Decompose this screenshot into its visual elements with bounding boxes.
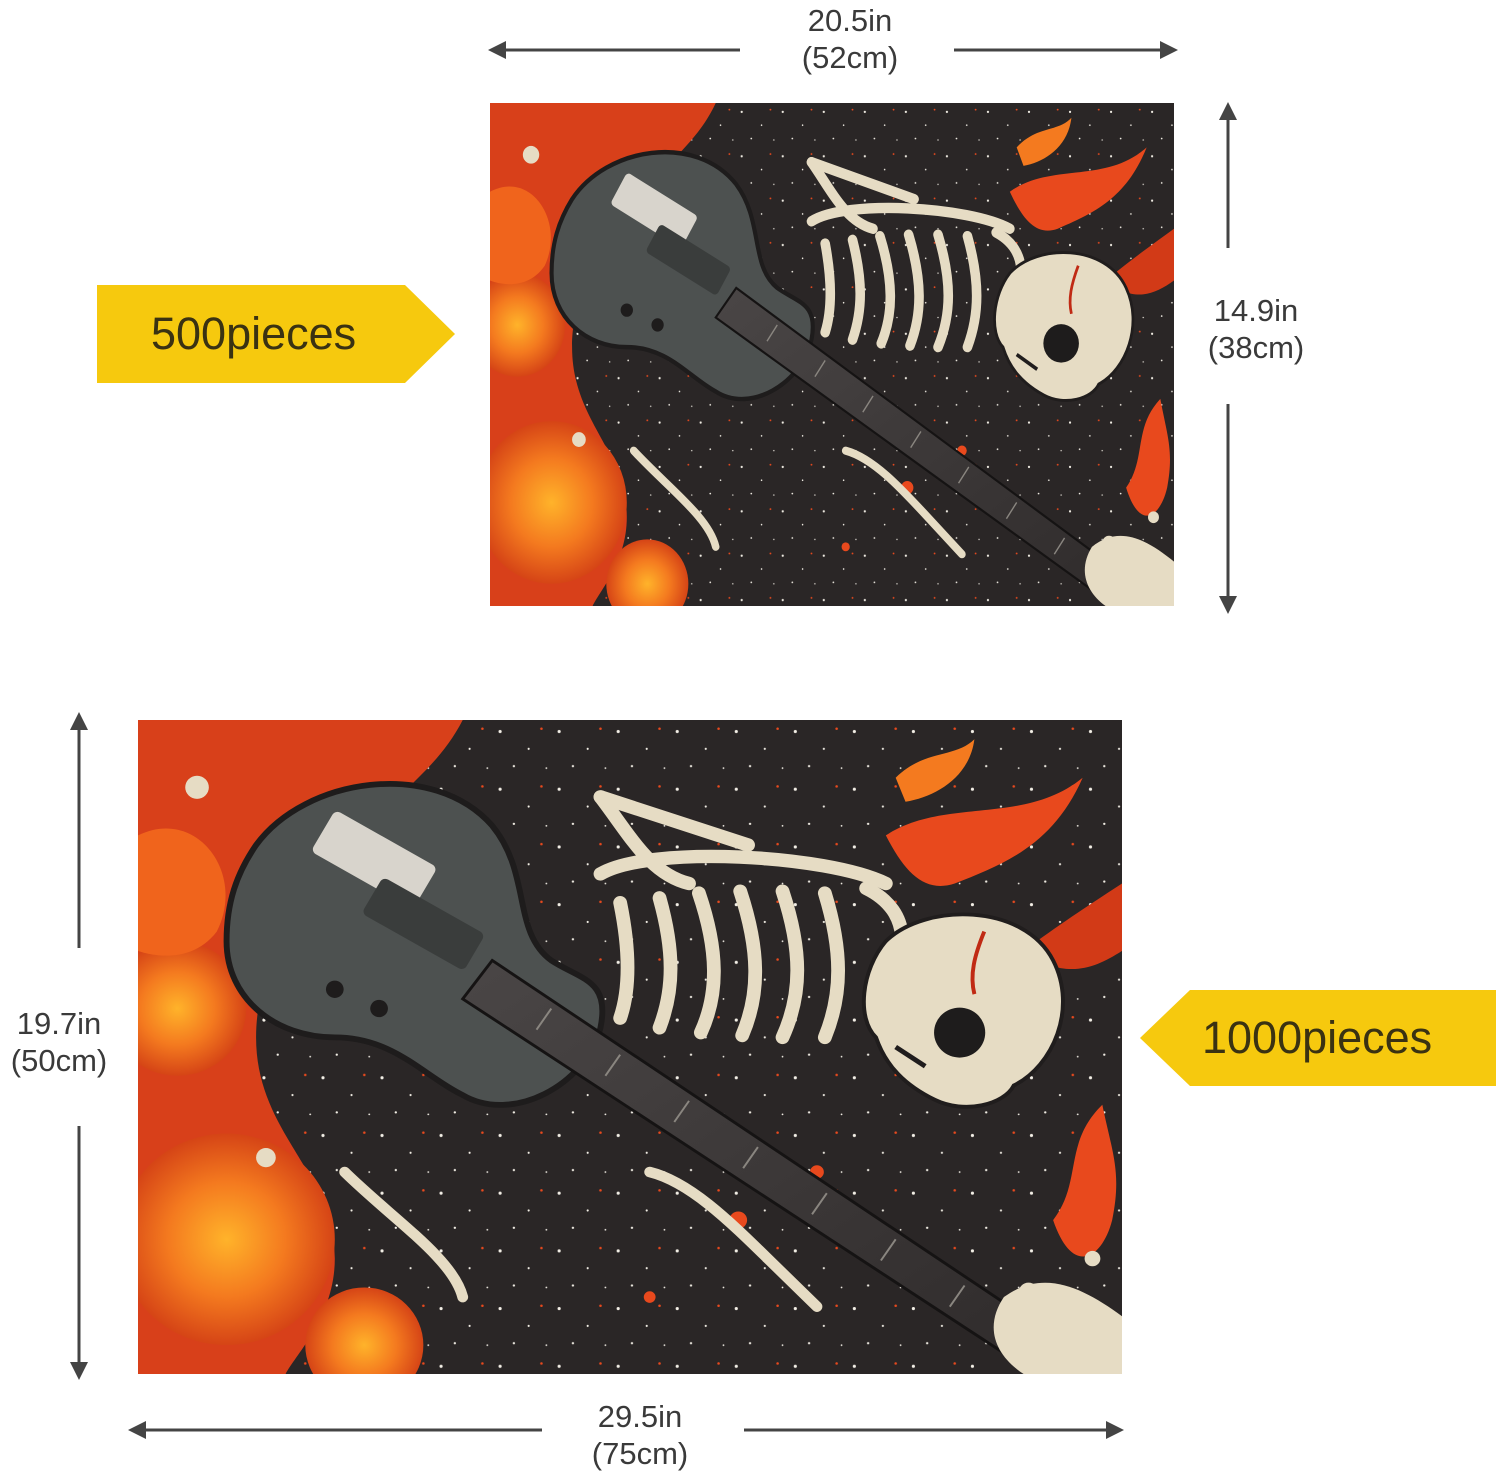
large-height-label: 19.7in (50cm) bbox=[0, 1005, 118, 1079]
small-width-cm: (52cm) bbox=[801, 40, 899, 75]
tag-500-pieces: 500pieces bbox=[97, 285, 455, 383]
small-width-arrow bbox=[488, 41, 1178, 59]
tag-1000-pieces: 1000pieces bbox=[1140, 990, 1496, 1086]
large-height-in: 19.7in bbox=[16, 1006, 102, 1041]
large-width-label: 29.5in (75cm) bbox=[560, 1398, 720, 1472]
small-height-in: 14.9in bbox=[1213, 293, 1299, 328]
large-height-cm: (50cm) bbox=[10, 1043, 108, 1078]
small-height-arrow bbox=[1219, 102, 1237, 614]
small-height-cm: (38cm) bbox=[1207, 330, 1305, 365]
large-width-in: 29.5in bbox=[597, 1399, 683, 1434]
small-puzzle-image bbox=[490, 103, 1174, 606]
large-width-cm: (75cm) bbox=[591, 1436, 689, 1471]
large-width-arrow bbox=[128, 1421, 1124, 1439]
small-height-label: 14.9in (38cm) bbox=[1178, 292, 1334, 366]
large-height-arrow bbox=[70, 712, 88, 1380]
tag-1000-label: 1000pieces bbox=[1202, 1012, 1433, 1063]
small-width-in: 20.5in bbox=[807, 3, 893, 38]
tag-1000-shape bbox=[1140, 990, 1496, 1086]
tag-500-shape bbox=[97, 285, 455, 383]
small-width-label: 20.5in (52cm) bbox=[770, 2, 930, 76]
tag-500-label: 500pieces bbox=[151, 308, 357, 359]
large-puzzle-image bbox=[138, 720, 1122, 1374]
